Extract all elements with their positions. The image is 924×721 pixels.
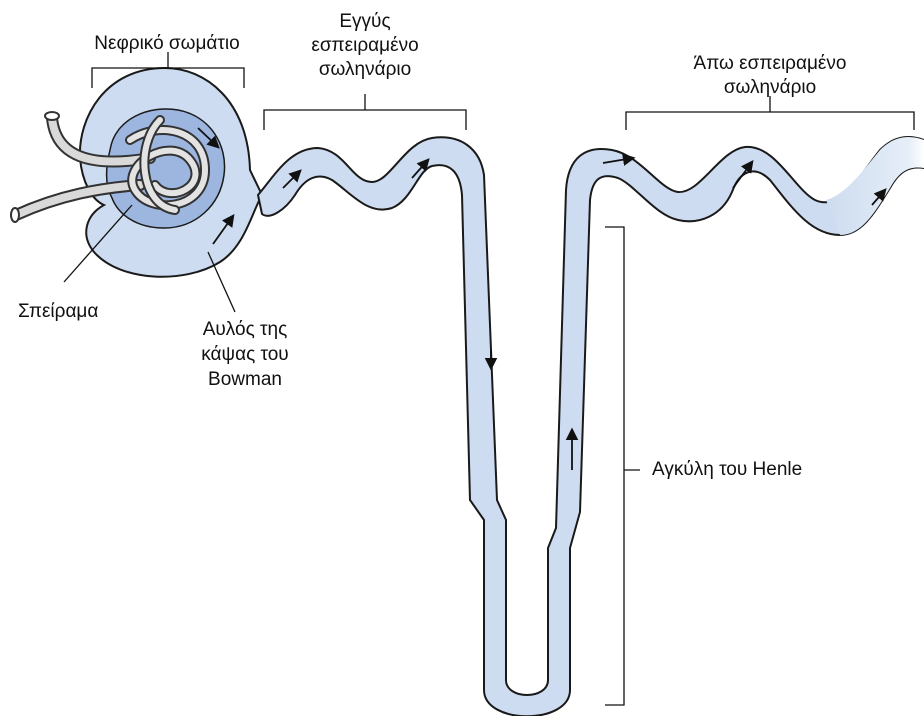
- distal-tubule-label-1: Άπω εσπειραμένο: [660, 52, 880, 76]
- proximal-tubule: [258, 137, 924, 716]
- bowman-label-1: Αυλός της: [180, 318, 310, 342]
- capillary-end: [11, 208, 19, 222]
- proximal-tubule-label-3: σωληνάριο: [290, 58, 440, 82]
- renal-corpuscle-label: Νεφρικό σωμάτιο: [62, 32, 272, 56]
- distal-fade: [826, 137, 924, 235]
- bowman-label-2: κάψας του: [180, 343, 310, 367]
- proximal-tubule-label-1: Εγγύς: [305, 10, 425, 34]
- capillary-end: [45, 112, 59, 120]
- bowman-label-3: Bowman: [180, 368, 310, 392]
- proximal-tubule-label-2: εσπειραμένο: [290, 34, 440, 58]
- distal-tubule-label-2: σωληνάριο: [660, 76, 880, 100]
- glomerulus-label: Σπείραμα: [18, 300, 98, 324]
- loop-of-henle-label: Αγκύλη του Henle: [652, 458, 802, 482]
